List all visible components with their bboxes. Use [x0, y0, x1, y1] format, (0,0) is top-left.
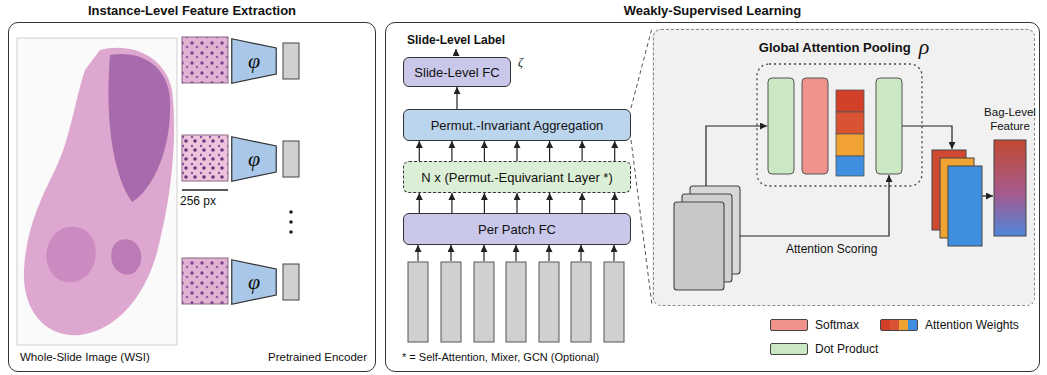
wsi-frame — [17, 38, 177, 345]
tissue-spot — [111, 239, 141, 274]
zoom-lines — [631, 28, 652, 305]
wsi-image — [17, 38, 177, 345]
tissue-dense — [108, 54, 170, 202]
patch-image — [182, 258, 228, 304]
legend-swatch — [770, 343, 808, 355]
panel-heading-row: Global Attention Pooling ρ — [654, 36, 1034, 58]
legend-swatch — [880, 319, 918, 331]
softmax-block — [802, 78, 828, 174]
flow-arrow — [549, 141, 550, 161]
legend-text: Attention Weights — [925, 318, 1019, 332]
ellipsis-dots — [289, 210, 293, 234]
trapezoid-outline — [232, 39, 277, 84]
aggregation-box: Permut.-Invariant Aggregation — [403, 109, 631, 141]
module-symbol: ζ — [518, 56, 523, 68]
flow-arrow — [516, 141, 517, 161]
box-label: Slide-Level FC — [414, 65, 499, 80]
dotted-group — [757, 64, 922, 186]
flow-arrow — [484, 141, 485, 161]
box-label: Permut.-Invariant Aggregation — [431, 118, 604, 133]
equivariant-box: N x (Permut.-Equivariant Layer *) — [403, 161, 631, 193]
panel-title: Weakly-Supervised Learning — [386, 3, 1039, 18]
fc-box: Slide-Level FC — [403, 57, 511, 87]
scale-bar — [182, 190, 228, 191]
encoder-symbol: φ — [248, 271, 260, 293]
feature-vector — [283, 141, 299, 177]
encoder-trapezoid: φ — [231, 259, 277, 305]
encoder-trapezoid: φ — [231, 136, 277, 182]
legend-row: Dot Product — [770, 342, 878, 356]
panel-title: Global Attention Pooling — [759, 40, 911, 55]
feature-vector — [283, 264, 299, 300]
flow-arrow — [614, 141, 615, 161]
bag-feature — [994, 140, 1026, 236]
tissue-spot — [46, 227, 95, 282]
legend-text: Softmax — [815, 318, 859, 332]
pooling-symbol: ρ — [919, 36, 930, 58]
flow-arrow — [581, 141, 582, 161]
bag-stack — [932, 150, 982, 246]
legend-swatch — [770, 319, 808, 331]
encoder-trapezoid: φ — [231, 38, 277, 84]
flow-arrow — [549, 193, 550, 213]
patch-image — [182, 135, 228, 181]
flow-arrow — [451, 193, 452, 213]
flow-arrow — [451, 141, 452, 161]
output-arrow — [455, 49, 456, 56]
output-label: Slide-Level Label — [402, 33, 510, 47]
flow-arrow — [484, 193, 485, 213]
legend-row: Softmax — [770, 318, 859, 332]
pooling-panel: Global Attention Pooling ρ — [653, 29, 1035, 306]
flow-arrow — [581, 193, 582, 213]
dot-product-block — [768, 78, 794, 174]
input-arrows — [418, 245, 614, 261]
output-caption: Bag-Level Feature — [980, 106, 1040, 134]
trapezoid-outline — [232, 137, 277, 182]
footnote: * = Self-Attention, Mixer, GCN (Optional… — [402, 351, 599, 363]
pooling-panel-fill — [652, 28, 1034, 305]
encoder-symbol: φ — [248, 50, 260, 72]
box-label: Per Patch FC — [478, 222, 556, 237]
flow-arrow — [419, 193, 420, 213]
fc-box: Per Patch FC — [403, 213, 631, 245]
flow-arrow — [456, 87, 457, 109]
encoder-symbol: φ — [248, 148, 260, 170]
arrow-label: Attention Scoring — [786, 242, 877, 256]
patch-image — [182, 37, 228, 83]
dot-product-block — [876, 78, 902, 174]
image-caption: Whole-Slide Image (WSI) — [20, 351, 150, 363]
box-label: N x (Permut.-Equivariant Layer *) — [421, 170, 612, 185]
legend-row: Attention Weights — [880, 318, 1019, 332]
tissue — [24, 48, 174, 335]
feature-vector — [283, 43, 299, 79]
patch-features — [408, 262, 624, 342]
attention-weights — [836, 90, 864, 176]
legend-text: Dot Product — [815, 342, 878, 356]
encoder-caption: Pretrained Encoder — [268, 351, 367, 363]
input-stack — [674, 186, 740, 290]
flow-arrow — [419, 141, 420, 161]
flow-arrow — [516, 193, 517, 213]
panel-title: Instance-Level Feature Extraction — [9, 3, 375, 18]
dimension-label: 256 px — [180, 194, 216, 208]
trapezoid-outline — [232, 260, 277, 305]
flow-arrow — [614, 193, 615, 213]
